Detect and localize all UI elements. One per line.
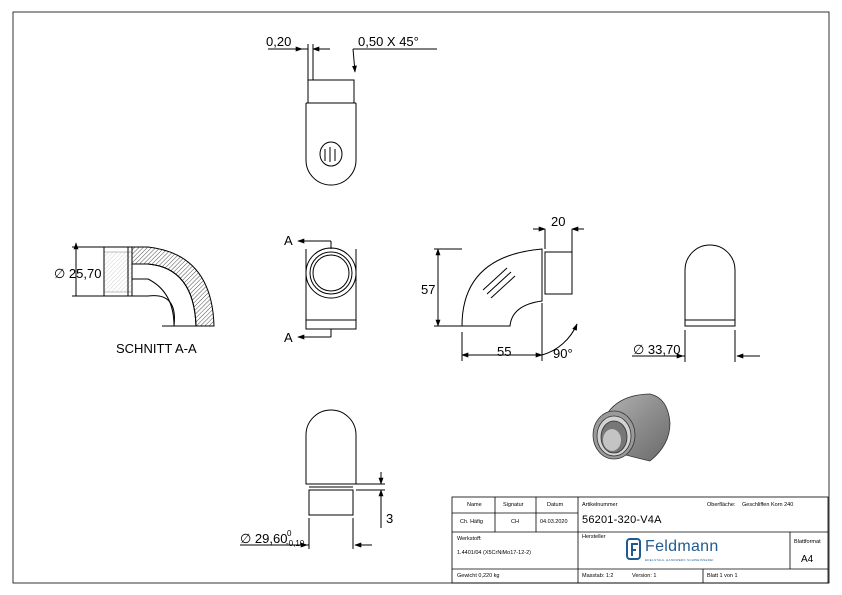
bottom-tol-lower: -0,10 xyxy=(286,539,305,548)
bottom-tol-upper: 0 xyxy=(287,529,292,538)
tb-article-number: 56201-320-V4A xyxy=(582,514,662,526)
bottom-view xyxy=(240,409,385,549)
front-view xyxy=(297,238,357,340)
tb-material-value: 1.4401/04 (X5CrNiMo17-12-2) xyxy=(457,550,531,556)
tb-sheet-format-label: Blattformat xyxy=(794,539,821,545)
top-chamfer-offset: 0,20 xyxy=(266,34,291,49)
tb-sheet-format-value: A4 xyxy=(801,554,814,565)
bottom-length: 3 xyxy=(386,511,393,526)
section-marker-bottom: A xyxy=(284,330,293,345)
tb-name-header: Name xyxy=(467,502,482,508)
tb-material-label: Werkstoff: xyxy=(457,536,482,542)
tb-sheet: Blatt 1 von 1 xyxy=(707,573,738,579)
section-label: SCHNITT A-A xyxy=(116,341,197,356)
section-marker-top: A xyxy=(284,233,293,248)
end-view xyxy=(632,244,760,362)
feldmann-logo-text: Feldmann xyxy=(645,538,719,555)
tb-scale: Masstab: 1:2 xyxy=(582,573,614,579)
tb-article-label: Artikelnummer xyxy=(582,502,618,508)
side-height: 57 xyxy=(421,282,435,297)
tb-surface-label: Oberfläche: xyxy=(707,502,736,508)
section-view xyxy=(72,242,215,327)
tb-signature-header: Signatur xyxy=(503,502,524,508)
tb-name-value: Ch. Häfig xyxy=(460,519,483,525)
top-chamfer-label: 0,50 X 45° xyxy=(358,34,419,49)
tb-manufacturer-label: Hersteller xyxy=(582,534,606,540)
tb-date-header: Datum xyxy=(547,502,564,508)
side-length: 55 xyxy=(497,344,511,359)
title-block-grid xyxy=(451,496,829,584)
section-diameter: ∅ 25,70 xyxy=(54,266,101,281)
top-view xyxy=(268,44,437,186)
tb-signature-value: CH xyxy=(511,519,519,525)
tb-weight: Gewicht 0,220 kg xyxy=(457,573,500,579)
side-width: 20 xyxy=(551,214,565,229)
tb-surface-value: Geschliffen Korn 240 xyxy=(742,502,794,508)
drawing-frame xyxy=(12,11,830,584)
feldmann-logo: Feldmann EDELSTAHL HANDWERK SCHWEISSEREI xyxy=(626,537,726,565)
end-diameter: ∅ 33,70 xyxy=(633,342,680,357)
tb-version: Version: 1 xyxy=(632,573,657,579)
side-angle: 90° xyxy=(553,346,573,361)
iso-view xyxy=(592,393,671,462)
tb-date-value: 04.03.2020 xyxy=(540,519,568,525)
bottom-diameter: ∅ 29,60 xyxy=(240,531,287,546)
feldmann-logo-icon xyxy=(626,538,641,560)
feldmann-logo-subtext: EDELSTAHL HANDWERK SCHWEISSEREI xyxy=(645,558,714,562)
side-view xyxy=(434,226,584,361)
